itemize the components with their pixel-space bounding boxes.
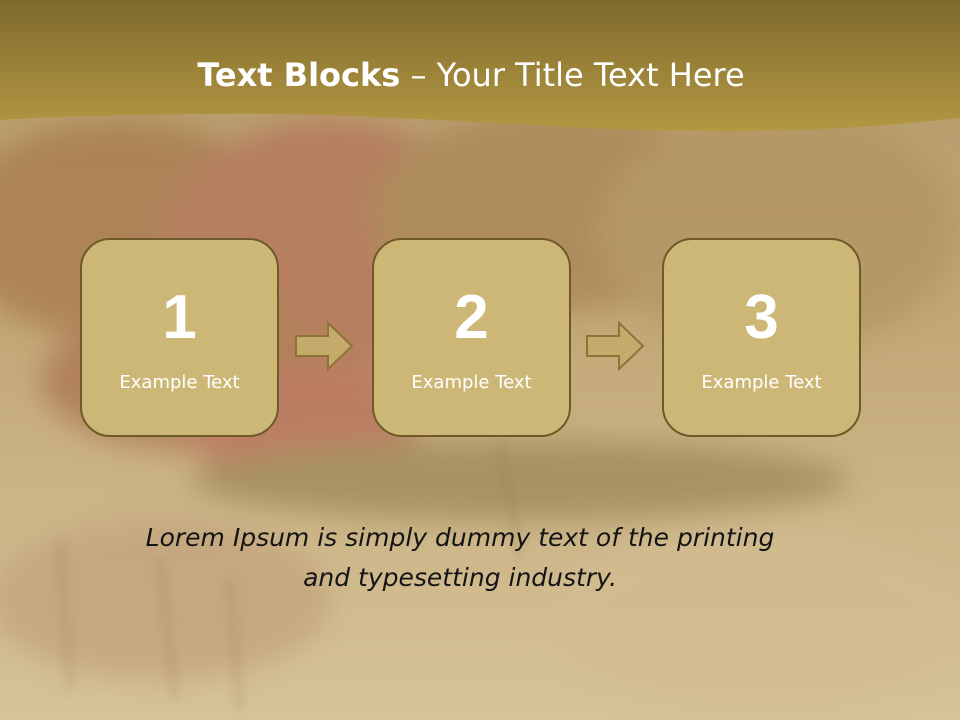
- step-label: Example Text: [701, 372, 822, 393]
- step-number: 1: [162, 283, 197, 352]
- caption-line: Lorem Ipsum is simply dummy text of the …: [145, 523, 775, 552]
- step-number: 3: [744, 283, 779, 352]
- slide-title: Text Blocks – Your Title Text Here: [0, 52, 942, 98]
- header-band: [0, 0, 960, 132]
- title-regular-part: Your Title Text Here: [436, 56, 745, 94]
- arrow-right-icon: [586, 320, 645, 372]
- title-bold-part: Text Blocks: [197, 56, 401, 94]
- arrow-right-icon: [295, 320, 354, 372]
- caption-text: Lorem Ipsum is simply dummy text of the …: [100, 518, 820, 598]
- step-label: Example Text: [119, 372, 240, 393]
- title-separator: –: [400, 56, 437, 94]
- step-label: Example Text: [411, 372, 532, 393]
- caption-line: and typesetting industry.: [303, 563, 617, 592]
- step-number: 2: [454, 283, 489, 352]
- step-box-2: 2 Example Text: [372, 238, 571, 437]
- step-box-3: 3 Example Text: [662, 238, 861, 437]
- step-box-1: 1 Example Text: [80, 238, 279, 437]
